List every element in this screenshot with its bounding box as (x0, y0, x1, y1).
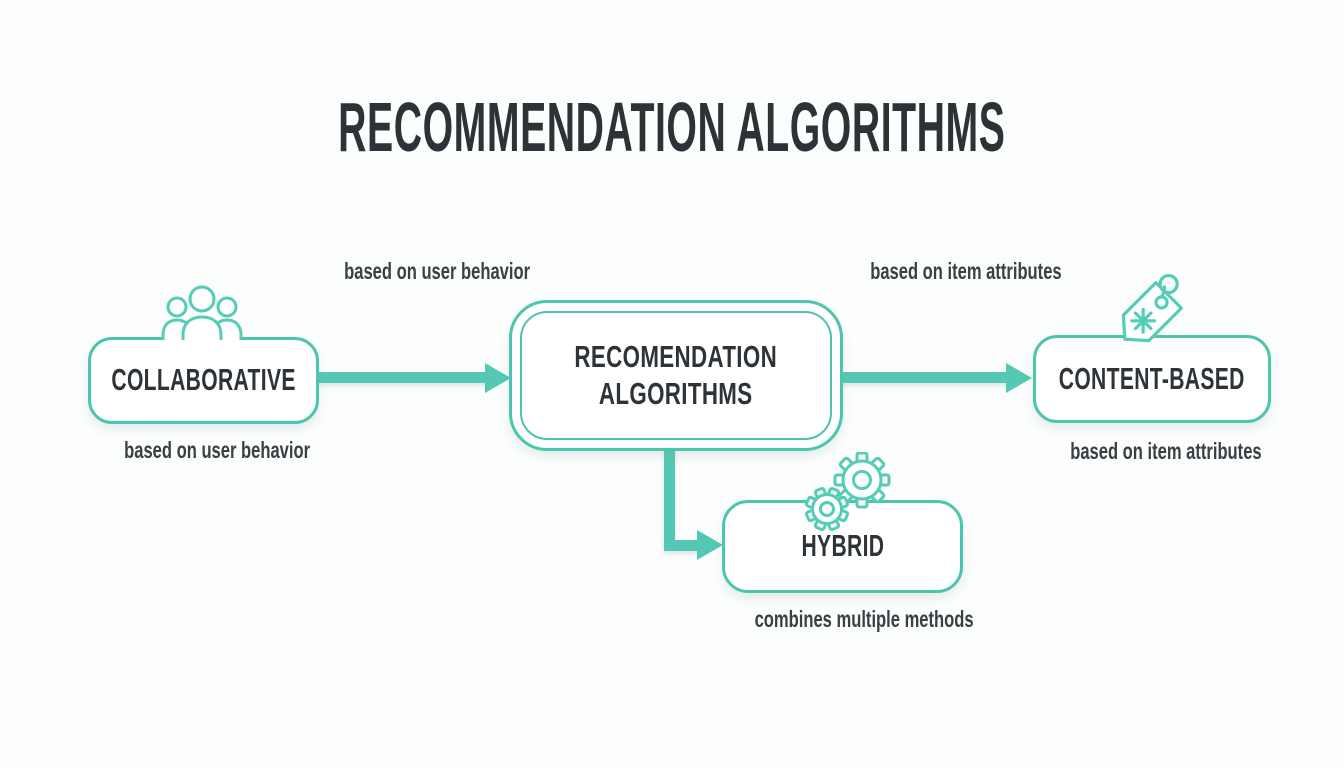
node-recommendation-algorithms: RECOMENDATION ALGORITHMS (509, 300, 843, 451)
node-recommendation-algorithms-inner: RECOMENDATION ALGORITHMS (520, 311, 832, 440)
page-title: RECOMMENDATION ALGORITHMS (0, 92, 1344, 162)
node-collaborative-caption: based on user behavior (124, 437, 311, 463)
node-hybrid-label: HYBRID (801, 528, 884, 564)
edge-label-item-attributes: based on item attributes (870, 258, 1062, 284)
node-content-based-caption: based on item attributes (1070, 438, 1262, 464)
arrow-shaft (315, 372, 487, 383)
page-title-text: RECOMMENDATION ALGORITHMS (338, 88, 1006, 166)
node-hybrid-caption: combines multiple methods (754, 606, 974, 632)
node-collaborative: COLLABORATIVE (88, 337, 319, 424)
tag-icon (1090, 266, 1202, 360)
arrowhead-right-icon (1006, 363, 1032, 393)
arrowhead-right-icon (697, 530, 723, 560)
gears-icon (798, 452, 898, 534)
node-content-based-label: CONTENT-BASED (1059, 360, 1245, 396)
arrow-shaft-vertical (664, 446, 675, 546)
center-label-line1: RECOMENDATION (574, 338, 778, 374)
node-collaborative-label: COLLABORATIVE (111, 362, 296, 398)
arrow-shaft-horizontal (664, 540, 700, 551)
people-icon (152, 285, 252, 340)
edge-label-user-behavior: based on user behavior (344, 258, 531, 284)
arrow-shaft (838, 372, 1008, 383)
arrowhead-right-icon (485, 363, 511, 393)
center-label-line2: ALGORITHMS (599, 375, 753, 411)
